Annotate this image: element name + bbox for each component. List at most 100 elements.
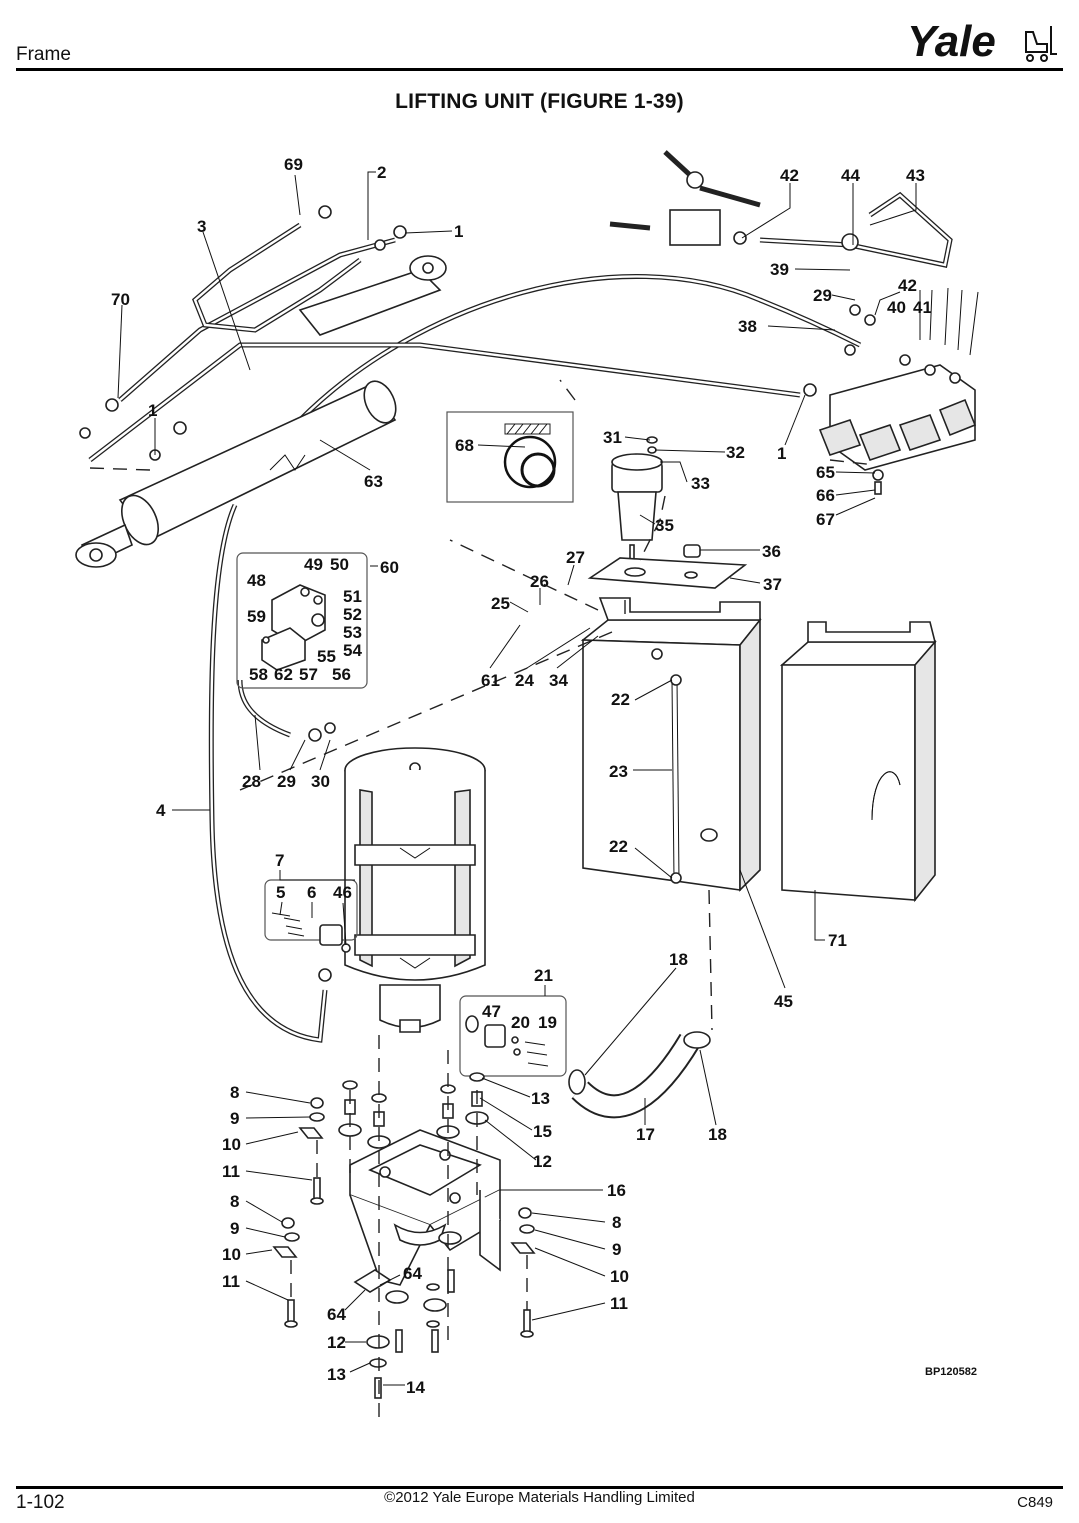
callout-54: 54: [343, 641, 362, 660]
callout-10-b: 10: [222, 1245, 241, 1264]
callout-8-a: 8: [230, 1083, 239, 1102]
callout-63: 63: [364, 472, 383, 491]
callout-61: 61: [481, 671, 500, 690]
hydraulic-tank: [580, 597, 762, 892]
inset-60-box: [236, 552, 368, 689]
figure-reference-code: BP120582: [925, 1366, 977, 1378]
callout-1-left: 1: [148, 401, 157, 420]
callout-55: 55: [317, 647, 336, 666]
callout-50: 50: [330, 555, 349, 574]
callout-65: 65: [816, 463, 835, 482]
callout-32: 32: [726, 443, 745, 462]
lift-cylinder: [75, 255, 447, 568]
callout-42-right: 42: [898, 276, 917, 295]
callout-11-b: 11: [222, 1272, 240, 1291]
callout-49: 49: [304, 555, 323, 574]
yale-logo: Yale: [907, 17, 1057, 66]
mounting-bracket: [349, 1129, 501, 1286]
callout-45: 45: [774, 992, 793, 1011]
callout-15: 15: [533, 1122, 552, 1141]
page-number: 1-102: [16, 1492, 65, 1513]
callout-64-a: 64: [403, 1264, 422, 1283]
callout-13-right: 13: [531, 1089, 550, 1108]
callout-9-b: 9: [230, 1219, 239, 1238]
callout-18-bottom: 18: [708, 1125, 727, 1144]
callout-48: 48: [247, 571, 266, 590]
callout-24: 24: [515, 671, 534, 690]
callout-23: 23: [609, 762, 628, 781]
copyright: ©2012 Yale Europe Materials Handling Lim…: [384, 1489, 695, 1506]
section-title: Frame: [16, 44, 71, 65]
callout-5: 5: [276, 883, 285, 902]
callout-21: 21: [534, 966, 553, 985]
callout-68: 68: [455, 436, 474, 455]
callout-39: 39: [770, 260, 789, 279]
callout-60: 60: [380, 558, 399, 577]
callout-47: 47: [482, 1002, 501, 1021]
callout-10-a: 10: [222, 1135, 241, 1154]
callout-17: 17: [636, 1125, 655, 1144]
switch-kit-21: [465, 1015, 549, 1067]
callout-35: 35: [655, 516, 674, 535]
callout-labels: 69 2 3 1 70 1 63 42 44 43 39 29 42 40 41…: [111, 155, 977, 1397]
callout-36: 36: [762, 542, 781, 561]
callout-62: 62: [274, 665, 293, 684]
callout-7: 7: [275, 851, 284, 870]
seal-rings: [503, 423, 557, 489]
callout-13-bottom: 13: [327, 1365, 346, 1384]
callout-leaders: [117, 171, 917, 1386]
callout-51: 51: [343, 587, 362, 606]
callout-56: 56: [332, 665, 351, 684]
forklift-icon: [1025, 26, 1057, 62]
assembly-guide-lines: [89, 379, 876, 1420]
page-title: LIFTING UNIT (FIGURE 1-39): [395, 90, 684, 113]
pump-motor: [344, 747, 486, 1033]
callout-22-bottom: 22: [609, 837, 628, 856]
callout-46: 46: [333, 883, 352, 902]
callout-12-right: 12: [533, 1152, 552, 1171]
callout-41: 41: [913, 298, 932, 317]
callout-29-mid: 29: [277, 772, 296, 791]
control-valve-bank: [818, 314, 977, 495]
callout-58: 58: [249, 665, 268, 684]
valve-block-60: [261, 584, 326, 671]
callout-66: 66: [816, 486, 835, 505]
callout-3: 3: [197, 217, 206, 236]
callout-71: 71: [828, 931, 847, 950]
callout-28: 28: [242, 772, 261, 791]
callout-20: 20: [511, 1013, 530, 1032]
tank-cover-plate: [587, 544, 748, 589]
callout-12-bottom: 12: [327, 1333, 346, 1352]
callout-37: 37: [763, 575, 782, 594]
callout-57: 57: [299, 665, 318, 684]
callout-22-top: 22: [611, 690, 630, 709]
callout-53: 53: [343, 623, 362, 642]
suction-hose: [568, 1031, 711, 1119]
callout-38: 38: [738, 317, 757, 336]
bolt-kit-7: [271, 912, 351, 953]
callout-52: 52: [343, 605, 362, 624]
callout-1-right: 1: [777, 444, 786, 463]
callout-16: 16: [607, 1181, 626, 1200]
callout-44: 44: [841, 166, 860, 185]
callout-2: 2: [377, 163, 386, 182]
callout-8-c: 8: [612, 1213, 621, 1232]
callout-19: 19: [538, 1013, 557, 1032]
callout-34: 34: [549, 671, 568, 690]
callout-4: 4: [156, 801, 166, 820]
callout-9-c: 9: [612, 1240, 621, 1259]
callout-6: 6: [307, 883, 316, 902]
callout-43: 43: [906, 166, 925, 185]
callout-11-a: 11: [222, 1162, 240, 1181]
hose-fittings: [79, 171, 861, 982]
callout-26: 26: [530, 572, 549, 591]
callout-69: 69: [284, 155, 303, 174]
callout-42-top: 42: [780, 166, 799, 185]
callout-33: 33: [691, 474, 710, 493]
return-filter: [611, 436, 663, 566]
callout-25: 25: [491, 594, 510, 613]
callout-67: 67: [816, 510, 835, 529]
exploded-parts-diagram: 69 2 3 1 70 1 63 42 44 43 39 29 42 40 41…: [75, 150, 979, 1420]
callout-29-top: 29: [813, 286, 832, 305]
callout-31: 31: [603, 428, 622, 447]
